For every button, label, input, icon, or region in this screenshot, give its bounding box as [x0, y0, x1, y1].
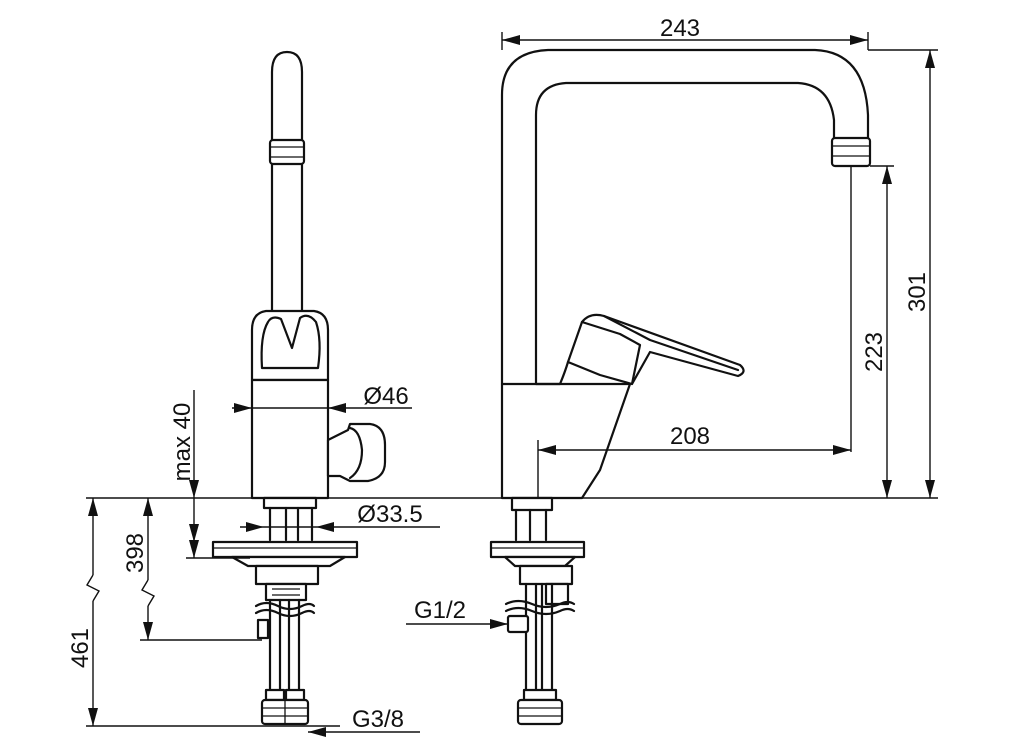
label-diameter-46: Ø46 [363, 383, 408, 410]
front-deck-plate [489, 540, 586, 559]
label-g1-2: G1/2 [414, 597, 466, 624]
label-208: 208 [670, 423, 710, 450]
label-301: 301 [904, 272, 931, 312]
front-view [489, 48, 872, 726]
front-hose-nut [516, 698, 564, 726]
label-398: 398 [122, 533, 149, 573]
label-461: 461 [67, 628, 94, 668]
side-deck-plate [211, 540, 359, 559]
front-spout-tube [500, 48, 870, 386]
label-max-40: max 40 [169, 403, 196, 482]
side-body [250, 378, 330, 500]
label-243: 243 [660, 15, 700, 42]
label-diameter-33-5: Ø33.5 [357, 501, 422, 528]
label-g3-8: G3/8 [352, 706, 404, 733]
front-g12-connector [506, 614, 530, 634]
dimension-lines [86, 32, 938, 737]
side-spout-ring [268, 138, 306, 166]
label-223: 223 [861, 332, 888, 372]
side-view [211, 50, 387, 726]
front-spout-aerator [830, 136, 872, 168]
side-spout-tube [270, 50, 304, 317]
dimension-labels: 243 301 223 208 Ø46 Ø33.5 max 40 398 461… [67, 15, 931, 733]
side-knob [326, 422, 387, 483]
front-body [500, 382, 632, 500]
